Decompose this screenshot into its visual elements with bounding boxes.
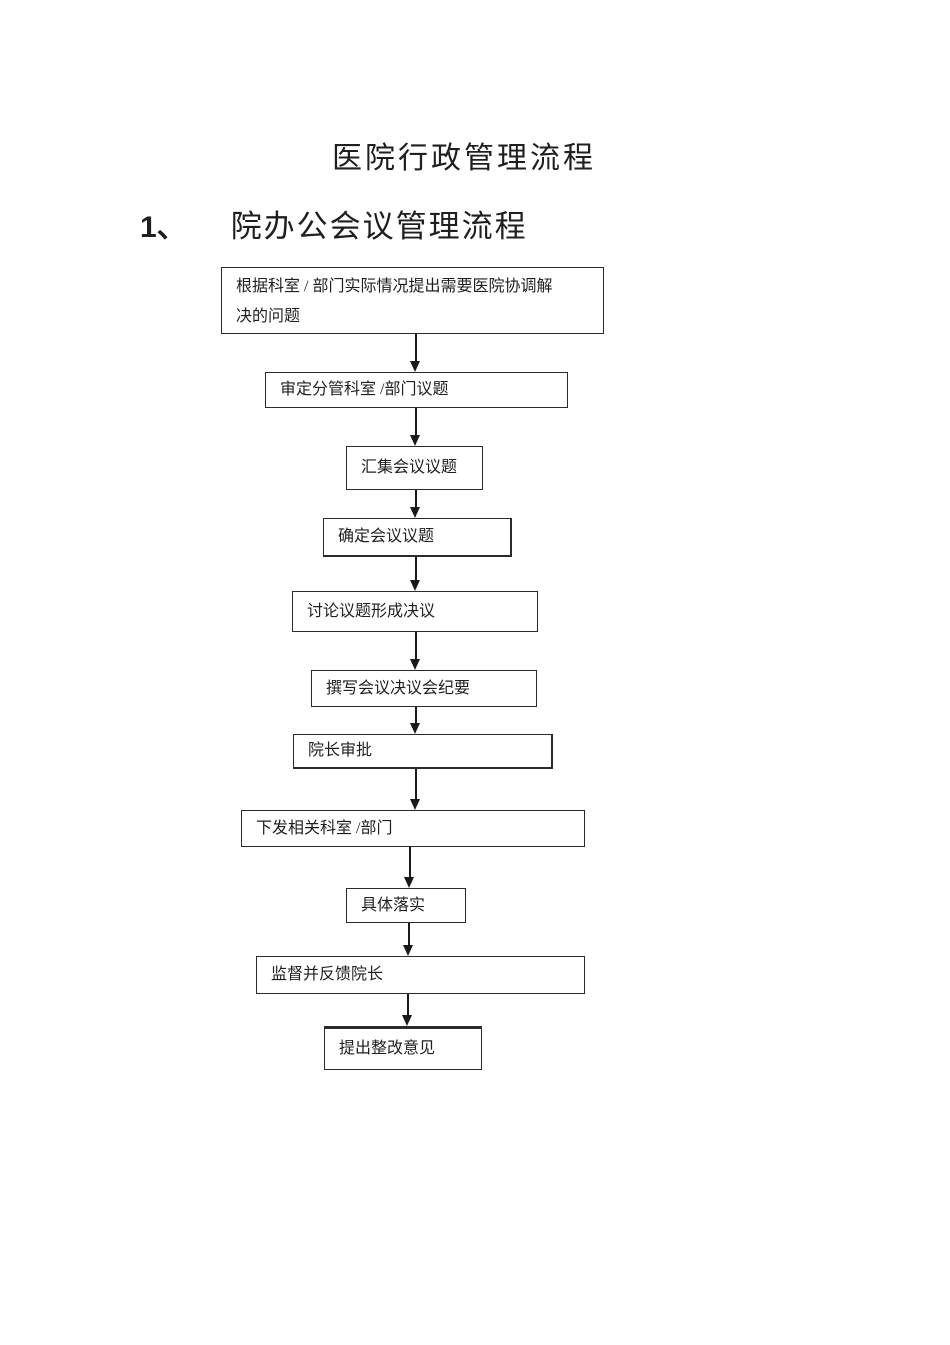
down-arrow-1 (410, 334, 421, 372)
down-arrow-2 (410, 408, 421, 446)
flow-node-discuss-resolutions: 讨论议题形成决议 (292, 591, 538, 632)
down-arrow-10 (402, 994, 413, 1026)
flow-node-president-approval: 院长审批 (293, 734, 553, 769)
flow-node-collect-topics: 汇集会议议题 (346, 446, 483, 490)
flow-node-raise-issues: 根据科室 / 部门实际情况提出需要医院协调解 决的问题 (221, 267, 604, 334)
down-arrow-4 (410, 557, 421, 591)
down-arrow-9 (403, 923, 414, 956)
flow-node-rectification-suggestions: 提出整改意见 (324, 1026, 482, 1070)
section-heading: 1、 院办公会议管理流程 (140, 201, 528, 246)
down-arrow-6 (410, 707, 421, 734)
down-arrow-3 (410, 490, 421, 518)
flow-node-review-topics: 审定分管科室 /部门议题 (265, 372, 568, 408)
down-arrow-5 (410, 632, 421, 670)
section-title: 院办公会议管理流程 (230, 209, 528, 244)
flow-node-confirm-topics: 确定会议议题 (323, 518, 512, 557)
flow-node-supervise-feedback: 监督并反馈院长 (256, 956, 585, 994)
flow-node-distribute-departments: 下发相关科室 /部门 (241, 810, 585, 847)
flow-node-implementation: 具体落实 (346, 888, 466, 923)
flow-node-write-minutes: 撰写会议决议会纪要 (311, 670, 537, 707)
document-title: 医院行政管理流程 (332, 142, 596, 175)
down-arrow-7 (410, 769, 421, 810)
section-number: 1、 (140, 211, 187, 244)
down-arrow-8 (404, 847, 415, 888)
